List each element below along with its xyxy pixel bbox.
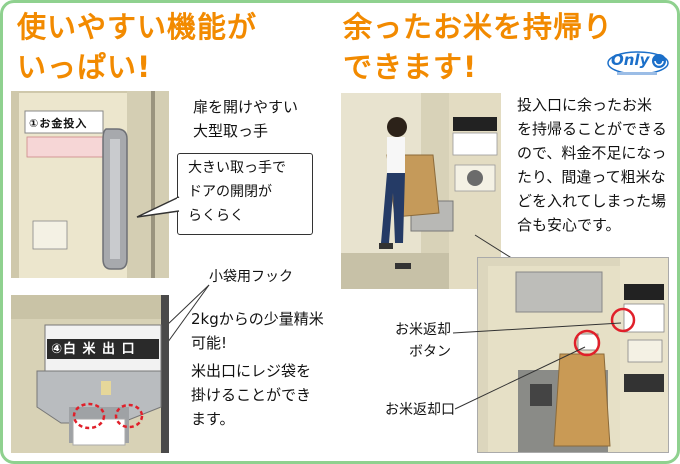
rice-outlet-panel-label: ④白 米 出 口 — [51, 342, 136, 357]
desc-line5: どを入れてしまった場 — [517, 192, 666, 210]
right-heading-line1: 余ったお米を持帰り — [343, 10, 614, 44]
only-logo-text: Only — [611, 51, 650, 69]
desc-line2: を持帰ることができる — [517, 120, 667, 138]
outlet-text-line1: 2kgからの少量精米 — [191, 310, 324, 328]
handle-speech-bubble: 大きい取っ手で ドアの開閉が らくらく — [177, 153, 313, 235]
door-caption-line2: 大型取っ手 — [193, 122, 269, 140]
door-handle-photo: ①お金投入 — [11, 91, 169, 278]
hook-label: 小袋用フック — [209, 269, 293, 285]
return-button-label-line1: お米返却 — [387, 319, 451, 341]
rice-outlet-photo: ④白 米 出 口 — [11, 295, 169, 453]
bubble-line3: らくらく — [188, 208, 244, 224]
return-closeup-photo — [477, 257, 669, 453]
outlet-text-line2: 可能! — [191, 334, 228, 352]
outlet-text-line4: 掛けることができ — [191, 386, 312, 404]
return-outlet-leader-line — [454, 346, 586, 410]
outlet-text-line5: ます。 — [191, 410, 235, 428]
desc-line3: ので、料金不足になっ — [517, 144, 667, 162]
money-input-panel-label: ①お金投入 — [29, 117, 88, 130]
bubble-line1: 大きい取っ手で — [188, 160, 286, 176]
return-button-leader-line — [452, 322, 622, 334]
desc-line1: 投入口に余ったお米 — [517, 96, 653, 114]
right-heading-line2: できます! — [343, 50, 478, 84]
outlet-text-line3: 米出口にレジ袋を — [191, 362, 312, 380]
door-caption-line1: 扉を開けやすい — [193, 98, 299, 116]
only-logo: Only — [607, 51, 669, 77]
return-machine-photo — [341, 93, 501, 289]
left-heading-line1: 使いやすい機能が — [17, 10, 258, 44]
bubble-tail — [136, 196, 181, 218]
return-outlet-label: お米返却口 — [375, 399, 455, 421]
return-button-label-line2: ボタン — [387, 341, 451, 363]
left-heading-line2: いっぱい! — [17, 50, 152, 84]
desc-line6: 合も安心です。 — [517, 216, 621, 234]
desc-line4: たり、間違って粗米な — [517, 168, 666, 186]
bubble-line2: ドアの開閉が — [188, 184, 272, 200]
